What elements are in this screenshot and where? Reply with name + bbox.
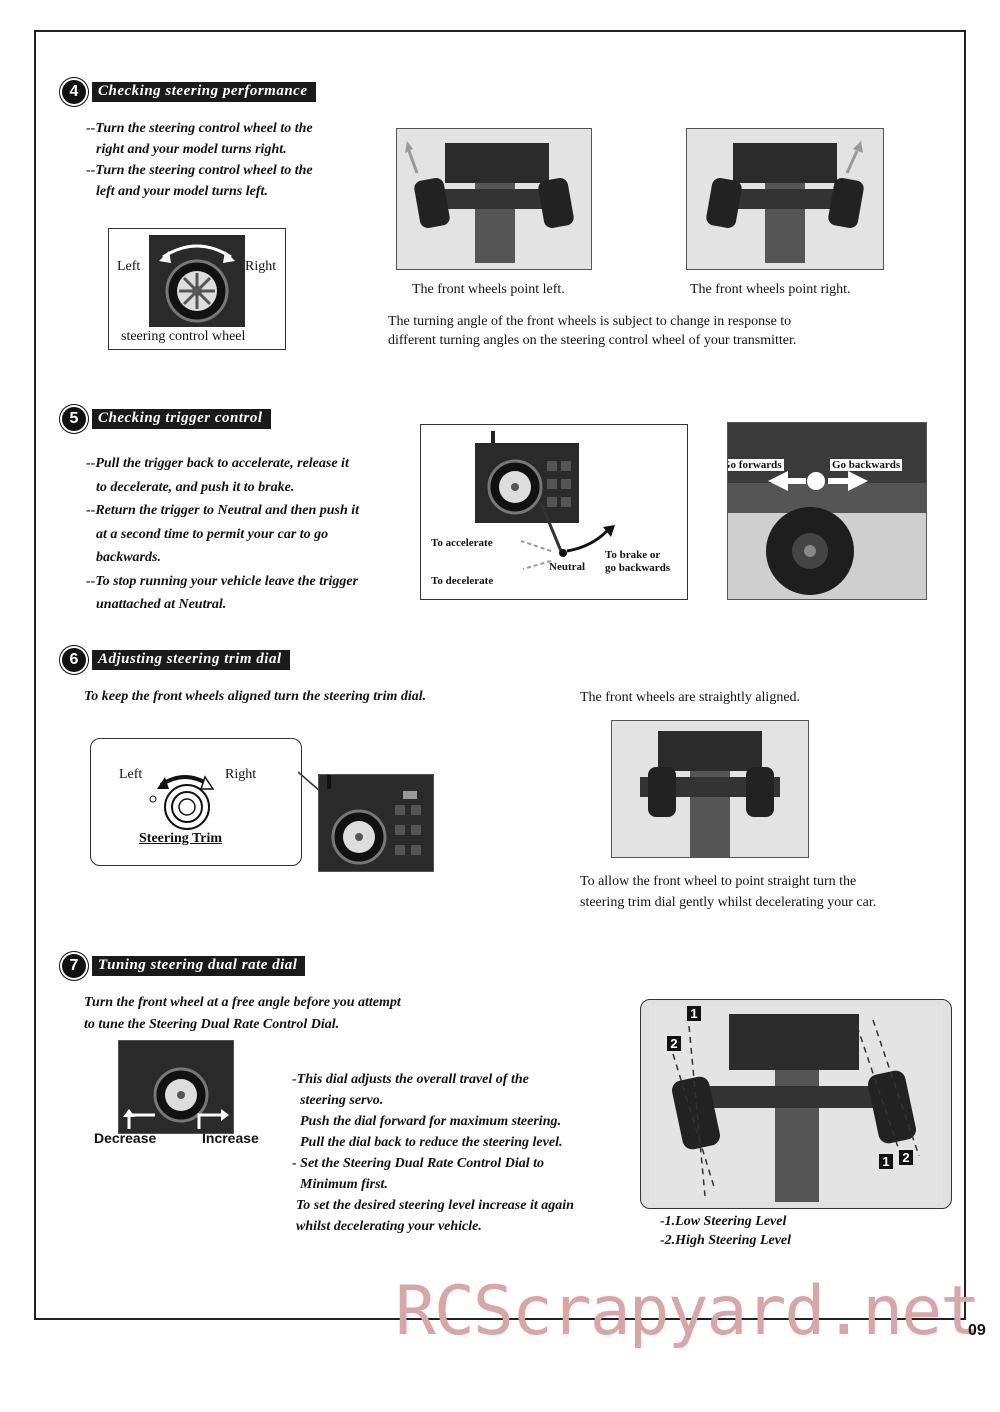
go-backwards-label: Go backwards [830, 459, 903, 471]
brake-label: To brake or go backwards [605, 549, 670, 575]
aligned-caption: The front wheels are straightly aligned. [580, 690, 801, 705]
section-number: 4 [62, 80, 86, 104]
steering-wheel-icon [149, 235, 245, 327]
dial-right-label: Right [225, 767, 257, 782]
dual-rate-transmitter-photo [118, 1040, 234, 1134]
s5-instructions: --Pull the trigger back to accelerate, r… [86, 452, 416, 617]
steering-level-legend: -1.Low Steering Level -2.High Steering L… [660, 1212, 791, 1250]
caption-front-right: The front wheels point right. [690, 282, 851, 297]
dual-rate-photo-frame: 1 2 1 2 [640, 999, 952, 1209]
section-number: 6 [62, 648, 86, 672]
dial-left-label: Left [119, 767, 143, 782]
forward-backward-photo: Go forwards Go backwards [727, 422, 927, 600]
s4-instructions: --Turn the steering control wheel to the… [86, 118, 386, 202]
instruction-line: at a second time to permit your car to g… [96, 526, 329, 542]
section-7-header: 7 Tuning steering dual rate dial [62, 954, 306, 978]
instruction-line: - Set the Steering Dual Rate Control Dia… [292, 1156, 545, 1171]
instruction-line: --Return the trigger to Neutral and then… [86, 503, 360, 518]
increase-label: Increase [202, 1130, 259, 1146]
instruction-line: left and your model turns left. [96, 184, 268, 199]
instruction-line: -This dial adjusts the overall travel of… [292, 1072, 529, 1087]
caption-front-left: The front wheels point left. [412, 282, 565, 297]
s6-intro: To keep the front wheels aligned turn th… [84, 689, 427, 704]
section-title: Adjusting steering trim dial [92, 650, 290, 670]
brake-line: To brake or [605, 549, 661, 561]
instruction-line: --To stop running your vehicle leave the… [86, 573, 359, 589]
legend-high: -2.High Steering Level [660, 1233, 792, 1248]
to-accelerate-label: To accelerate [431, 537, 493, 549]
brake-line: go backwards [605, 562, 671, 574]
trim-transmitter-photo [318, 774, 434, 872]
wheel-caption: steering control wheel [121, 329, 246, 344]
s4-note: The turning angle of the front wheels is… [388, 312, 796, 350]
note-line: steering trim dial gently whilst deceler… [580, 895, 877, 910]
instruction-line: Push the dial forward for maximum steeri… [300, 1114, 561, 1129]
marker-2-bottom: 2 [899, 1150, 913, 1165]
legend-low: -1.Low Steering Level [660, 1214, 787, 1229]
s6-note: To allow the front wheel to point straig… [580, 871, 876, 913]
instruction-line: Minimum first. [300, 1177, 388, 1192]
transmitter-icon [475, 431, 579, 523]
instruction-line: unattached at Neutral. [96, 597, 227, 612]
to-decelerate-label: To decelerate [431, 575, 494, 587]
marker-2-top: 2 [667, 1036, 681, 1051]
section-4-header: 4 Checking steering performance [62, 80, 316, 104]
instruction-line: --Turn the steering control wheel to the [86, 121, 313, 136]
section-title: Checking trigger control [92, 409, 271, 429]
instruction-line: to decelerate, and push it to brake. [96, 479, 295, 495]
trim-dial-icon [149, 775, 215, 830]
front-wheels-left-photo [396, 128, 592, 270]
front-wheels-right-photo [686, 128, 884, 270]
section-number: 7 [62, 954, 86, 978]
page-frame [34, 30, 966, 1320]
marker-1-bottom: 1 [879, 1154, 893, 1169]
instruction-line: To set the desired steering level increa… [296, 1198, 574, 1213]
intro-line: Turn the front wheel at a free angle bef… [84, 995, 401, 1010]
section-5-header: 5 Checking trigger control [62, 407, 271, 431]
section-6-header: 6 Adjusting steering trim dial [62, 648, 290, 672]
neutral-label: Neutral [549, 561, 586, 573]
section-title: Tuning steering dual rate dial [92, 956, 306, 976]
s7-instructions: -This dial adjusts the overall travel of… [292, 1069, 574, 1237]
s7-intro: Turn the front wheel at a free angle bef… [84, 992, 401, 1036]
instruction-line: whilst decelerating your vehicle. [296, 1219, 482, 1234]
instruction-line: --Turn the steering control wheel to the [86, 163, 313, 178]
instruction-line: Pull the dial back to reduce the steerin… [300, 1135, 563, 1150]
instruction-line: backwards. [96, 550, 161, 565]
dual-rate-photo [649, 1006, 943, 1202]
section-number: 5 [62, 407, 86, 431]
instruction-line: right and your model turns right. [96, 142, 287, 157]
instruction-line: --Pull the trigger back to accelerate, r… [86, 456, 349, 471]
go-forwards-label: Go forwards [728, 459, 784, 471]
steering-trim-label: Steering Trim [139, 831, 223, 846]
aligned-wheels-photo [611, 720, 809, 858]
watermark: RCScrapyard.net [395, 1272, 981, 1351]
wheel-left-label: Left [117, 259, 141, 274]
page-number: 09 [968, 1322, 986, 1339]
note-line: different turning angles on the steering… [388, 333, 797, 348]
intro-line: to tune the Steering Dual Rate Control D… [84, 1017, 340, 1032]
instruction-line: steering servo. [300, 1093, 384, 1108]
trigger-diagram: To accelerate To decelerate Neutral To b… [420, 424, 688, 600]
trigger-arrows-icon [520, 502, 615, 570]
section-title: Checking steering performance [92, 82, 316, 102]
decrease-label: Decrease [94, 1130, 157, 1146]
steering-wheel-figure: Left Right steering control wheel [108, 228, 286, 350]
note-line: The turning angle of the front wheels is… [388, 314, 792, 329]
wheel-right-label: Right [245, 259, 277, 274]
marker-1-top: 1 [687, 1006, 701, 1021]
note-line: To allow the front wheel to point straig… [580, 874, 857, 889]
trim-dial-callout: Left Right Steering Trim [90, 738, 302, 866]
